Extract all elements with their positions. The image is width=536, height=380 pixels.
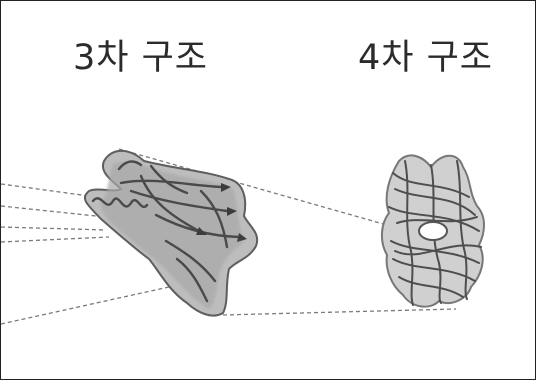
projection-line-1 bbox=[1, 183, 90, 197]
projection-line-3 bbox=[1, 226, 107, 231]
connector-lines bbox=[118, 148, 457, 316]
left-projection-lines bbox=[1, 183, 170, 325]
projection-line-4 bbox=[1, 236, 110, 243]
quaternary-center-pore bbox=[418, 221, 448, 241]
quaternary-structure-label: 4차 구조 bbox=[358, 38, 493, 78]
tertiary-structure-label: 3차 구조 bbox=[73, 38, 208, 78]
projection-line-2 bbox=[1, 205, 97, 217]
tertiary-structure-shape bbox=[83, 149, 259, 317]
projection-line-5 bbox=[1, 286, 170, 325]
quaternary-structure-shape bbox=[381, 154, 485, 308]
connector-line-bottom bbox=[222, 308, 457, 316]
